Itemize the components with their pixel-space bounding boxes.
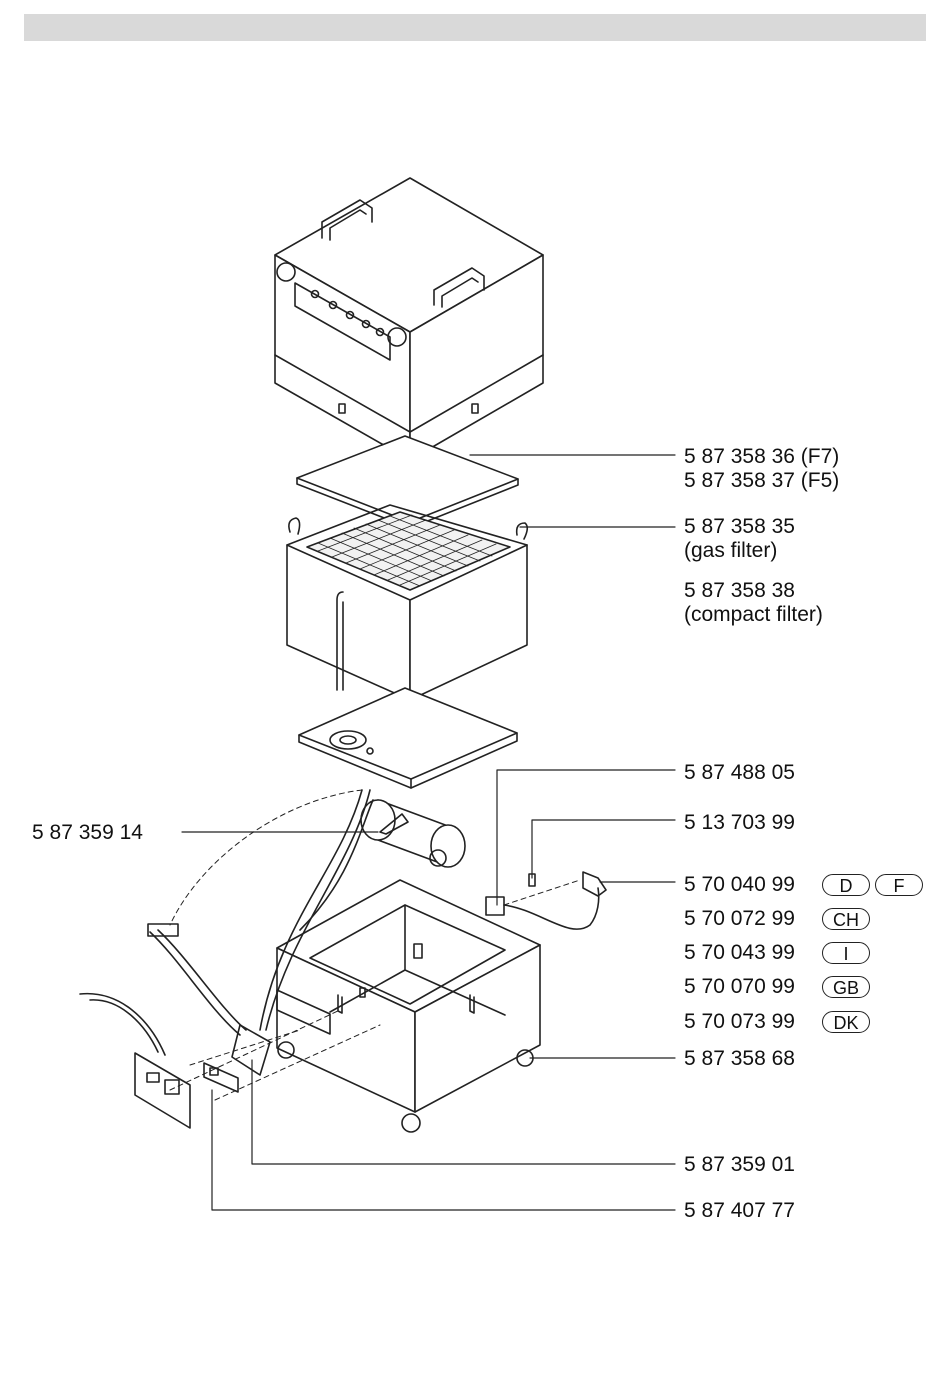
label-gas-filter-desc: (gas filter) [684,539,777,563]
badge-country-ch: CH [822,908,870,930]
label-part-35901: 5 87 359 01 [684,1153,795,1177]
badge-country-i: I [822,942,870,964]
label-part-35914: 5 87 359 14 [32,821,143,845]
label-filter-f7: 5 87 358 36 (F7) [684,445,839,469]
label-cord-ch: 5 70 072 99 [684,907,795,931]
label-part-35868: 5 87 358 68 [684,1047,795,1071]
label-part-48805: 5 87 488 05 [684,761,795,785]
badge-country-gb: GB [822,976,870,998]
label-cord-i: 5 70 043 99 [684,941,795,965]
power-cord [486,872,606,929]
label-cord-dk: 5 70 073 99 [684,1010,795,1034]
motor-unit [361,800,465,867]
base-plate [299,688,517,788]
top-cover-unit [275,178,543,460]
base-cabinet [277,880,540,1132]
label-filter-f5: 5 87 358 37 (F5) [684,469,839,493]
control-panel [80,924,270,1128]
badge-country-f: F [875,874,923,896]
badge-country-dk: DK [822,1011,870,1033]
label-compact-filter-desc: (compact filter) [684,603,823,627]
badge-country-d: D [822,874,870,896]
label-part-40777: 5 87 407 77 [684,1199,795,1223]
label-cord-gb: 5 70 070 99 [684,975,795,999]
label-gas-filter-part: 5 87 358 35 [684,515,795,539]
label-part-70399: 5 13 703 99 [684,811,795,835]
label-cord-d-f: 5 70 040 99 [684,873,795,897]
label-compact-filter-part: 5 87 358 38 [684,579,795,603]
filter-box [287,505,527,700]
